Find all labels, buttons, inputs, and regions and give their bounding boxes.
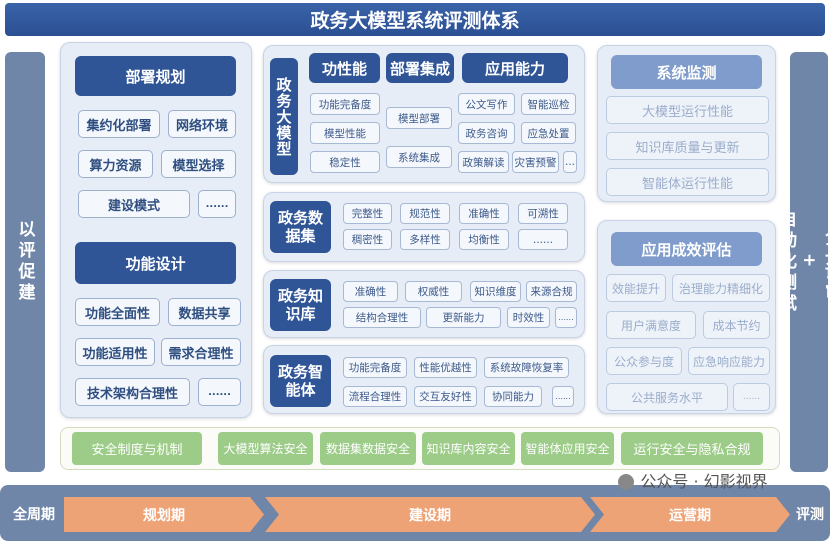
monitor-item: 智能体运行性能	[606, 168, 769, 196]
wechat-icon	[618, 474, 635, 490]
llm-item: 稳定性	[310, 151, 380, 173]
page-title: 政务大模型系统评测体系	[5, 3, 825, 36]
dataset-item: 均衡性	[459, 229, 509, 250]
effect-item: 公共服务水平	[606, 383, 728, 411]
effect-item: 用户满意度	[606, 311, 696, 339]
security-item: 大模型算法安全	[218, 432, 313, 465]
dataset-item: 多样性	[400, 229, 450, 250]
kb-item: 更新能力	[426, 307, 501, 328]
llm-item: 智能巡检	[521, 93, 576, 115]
kb-item: 准确性	[343, 281, 398, 302]
monitor-header: 系统监测	[611, 55, 762, 89]
monitor-item: 大模型运行性能	[606, 96, 769, 124]
deploy-item: 网络环境	[168, 110, 236, 138]
agent-item: 性能优越性	[414, 357, 477, 378]
llm-header: 功性能	[309, 53, 380, 83]
watermark-text: 公众号 · 幻影视界	[640, 472, 768, 491]
llm-item: 模型部署	[386, 107, 452, 129]
left-bar: 以评促建	[5, 52, 45, 472]
kb-item: 来源合规	[526, 281, 577, 302]
right-bar: 人工评审 + 自动化测试	[776, 52, 830, 472]
kb-item: ......	[555, 307, 577, 328]
llm-label: 政务大模型	[270, 58, 298, 175]
llm-header: 应用能力	[462, 53, 568, 83]
agent-item: ......	[552, 386, 574, 407]
agent-label: 政务智能体	[270, 355, 331, 407]
dataset-item: 可溯性	[518, 203, 568, 224]
deploy-item: 模型选择	[161, 150, 236, 178]
function-item: 技术架构合理性	[75, 378, 190, 406]
deploy-item: 建设模式	[78, 190, 190, 218]
deploy-item: ......	[198, 190, 236, 218]
dataset-item: 完整性	[343, 203, 392, 224]
effect-header: 应用成效评估	[611, 232, 762, 266]
security-item: 安全制度与机制	[72, 432, 202, 465]
dataset-item: ......	[518, 229, 568, 250]
security-item: 数据集数据安全	[320, 432, 416, 465]
phase-construction: 建设期	[265, 497, 595, 532]
llm-item: 功能完备度	[310, 93, 380, 115]
effect-item: 效能提升	[606, 274, 666, 302]
llm-item: 系统集成	[386, 146, 452, 168]
llm-item: ...	[563, 151, 577, 173]
function-item: 需求合理性	[161, 338, 241, 366]
agent-item: 功能完备度	[343, 357, 407, 378]
effect-item: 治理能力精细化	[672, 274, 770, 302]
function-item: 数据共享	[168, 298, 241, 326]
dataset-item: 稠密性	[343, 229, 392, 250]
llm-header: 部署集成	[386, 53, 454, 83]
security-item: 智能体应用安全	[521, 432, 614, 465]
deploy-header: 部署规划	[75, 56, 236, 96]
kb-item: 时效性	[507, 307, 550, 328]
effect-item: 应急响应能力	[688, 347, 770, 375]
llm-item: 公文写作	[458, 93, 515, 115]
right-bar-plus: +	[799, 252, 819, 272]
agent-item: 交互友好性	[414, 386, 477, 407]
deploy-item: 算力资源	[78, 150, 153, 178]
llm-item: 政策解读	[458, 151, 509, 173]
watermark: 公众号 · 幻影视界	[598, 471, 788, 493]
right-bar-top: 人工评审	[821, 220, 830, 304]
timeline-end: 评测	[796, 507, 824, 523]
agent-item: 协同能力	[484, 386, 542, 407]
function-header: 功能设计	[75, 242, 236, 284]
llm-item: 模型性能	[310, 122, 380, 144]
effect-item: 成本节约	[703, 311, 770, 339]
dataset-item: 准确性	[459, 203, 509, 224]
kb-label: 政务知识库	[270, 279, 331, 331]
monitor-item: 知识库质量与更新	[606, 132, 769, 160]
phase-planning: 规划期	[64, 497, 264, 532]
function-item: 功能适用性	[75, 338, 155, 366]
function-item: ......	[198, 378, 241, 406]
phase-operation: 运营期	[590, 497, 790, 532]
right-bar-bottom: 自动化测试	[776, 209, 796, 315]
llm-item: 应急处置	[521, 122, 576, 144]
kb-item: 权威性	[405, 281, 462, 302]
agent-item: 系统故障恢复率	[484, 357, 569, 378]
function-item: 功能全面性	[75, 298, 160, 326]
effect-item: ......	[733, 383, 770, 411]
kb-item: 结构合理性	[343, 307, 421, 328]
security-item: 运行安全与隐私合规	[621, 432, 763, 465]
llm-item: 灾害预警	[512, 151, 559, 173]
effect-item: 公众参与度	[606, 347, 682, 375]
llm-item: 政务咨询	[458, 122, 515, 144]
kb-item: 知识维度	[470, 281, 521, 302]
security-item: 知识库内容安全	[422, 432, 515, 465]
dataset-item: 规范性	[400, 203, 450, 224]
timeline-start: 全周期	[13, 507, 55, 523]
agent-item: 流程合理性	[343, 386, 407, 407]
dataset-label: 政务数据集	[270, 201, 331, 253]
deploy-item: 集约化部署	[78, 110, 160, 138]
